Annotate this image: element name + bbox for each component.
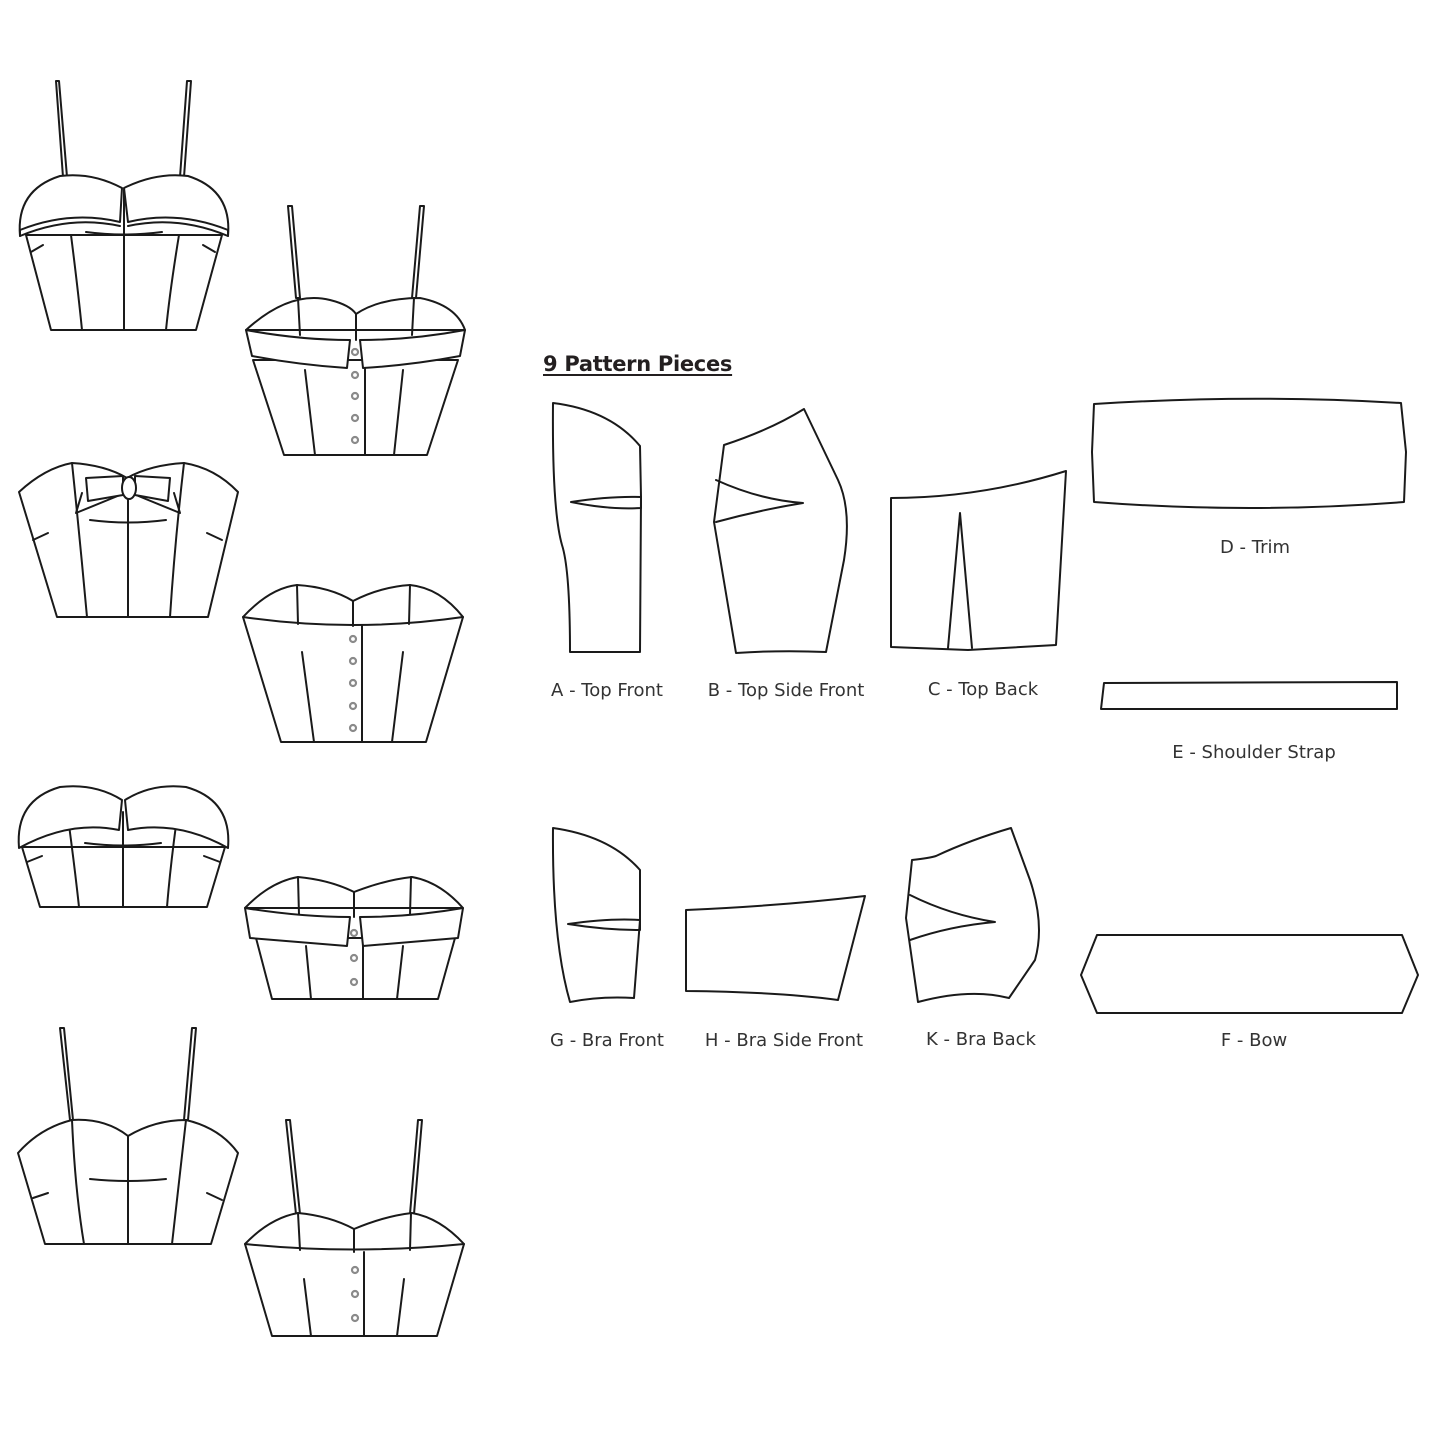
piece-g-bra-front-shape bbox=[551, 827, 641, 1003]
piece-f-bow-shape bbox=[1080, 934, 1419, 1014]
piece-label-g: G - Bra Front bbox=[550, 1030, 664, 1051]
piece-c-top-back-shape bbox=[890, 470, 1067, 651]
piece-label-a: A - Top Front bbox=[551, 680, 663, 701]
view-3-strapless-top-bow-illustration bbox=[18, 462, 239, 618]
piece-k-bra-back-shape bbox=[905, 827, 1040, 1003]
piece-label-f: F - Bow bbox=[1220, 1030, 1288, 1051]
piece-label-k: K - Bra Back bbox=[926, 1029, 1036, 1050]
pattern-pieces-title: 9 Pattern Pieces bbox=[543, 352, 733, 376]
piece-b-top-side-front-shape bbox=[713, 408, 848, 654]
view-6-strapless-bra-back-illustration bbox=[244, 876, 464, 1000]
piece-label-e: E - Shoulder Strap bbox=[1172, 742, 1336, 763]
piece-h-bra-side-front-shape bbox=[685, 895, 866, 1001]
view-1-strap-top-front-illustration bbox=[18, 80, 230, 331]
view-7-strap-bra-front-illustration bbox=[17, 1027, 239, 1245]
piece-a-top-front-shape bbox=[551, 402, 642, 653]
piece-d-trim-shape bbox=[1091, 397, 1407, 509]
piece-label-d: D - Trim bbox=[1219, 537, 1291, 558]
view-8-strap-bra-back-illustration bbox=[244, 1119, 465, 1337]
piece-label-b: B - Top Side Front bbox=[707, 680, 865, 701]
view-4-strapless-top-back-illustration bbox=[242, 584, 464, 743]
view-5-strapless-bra-front-illustration bbox=[17, 785, 230, 908]
piece-e-shoulder-strap-shape bbox=[1100, 681, 1398, 710]
piece-label-c: C - Top Back bbox=[927, 679, 1039, 700]
piece-label-h: H - Bra Side Front bbox=[704, 1030, 864, 1051]
view-2-strap-top-back-illustration bbox=[245, 205, 466, 456]
